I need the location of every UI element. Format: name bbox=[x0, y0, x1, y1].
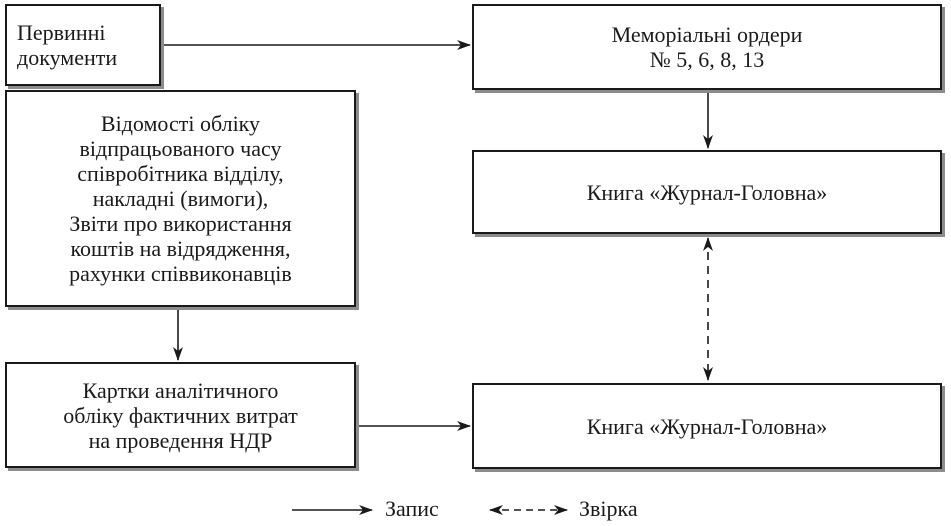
primary-documents-box: Первинні документи bbox=[5, 4, 161, 86]
primary-documents-text: Первинні документи bbox=[17, 20, 118, 70]
analytic-cards-box: Картки аналітичного обліку фактичних вит… bbox=[5, 362, 356, 468]
time-records-text: Відомості обліку відпрацьованого часу сп… bbox=[69, 111, 292, 286]
memorial-orders-text: Меморіальні ордери № 5, 6, 8, 13 bbox=[611, 22, 803, 72]
legend-check-label: Звірка bbox=[579, 496, 638, 521]
time-records-box: Відомості обліку відпрацьованого часу сп… bbox=[5, 90, 356, 307]
memorial-orders-box: Меморіальні ордери № 5, 6, 8, 13 bbox=[472, 4, 942, 90]
legend-record-label: Запис bbox=[385, 496, 439, 521]
journal-main-bottom-text: Книга «Журнал-Головна» bbox=[586, 413, 828, 439]
analytic-cards-text: Картки аналітичного обліку фактичних вит… bbox=[63, 377, 298, 453]
journal-main-top-box: Книга «Журнал-Головна» bbox=[472, 150, 942, 234]
journal-main-top-text: Книга «Журнал-Головна» bbox=[586, 179, 828, 205]
journal-main-bottom-box: Книга «Журнал-Головна» bbox=[472, 383, 942, 469]
